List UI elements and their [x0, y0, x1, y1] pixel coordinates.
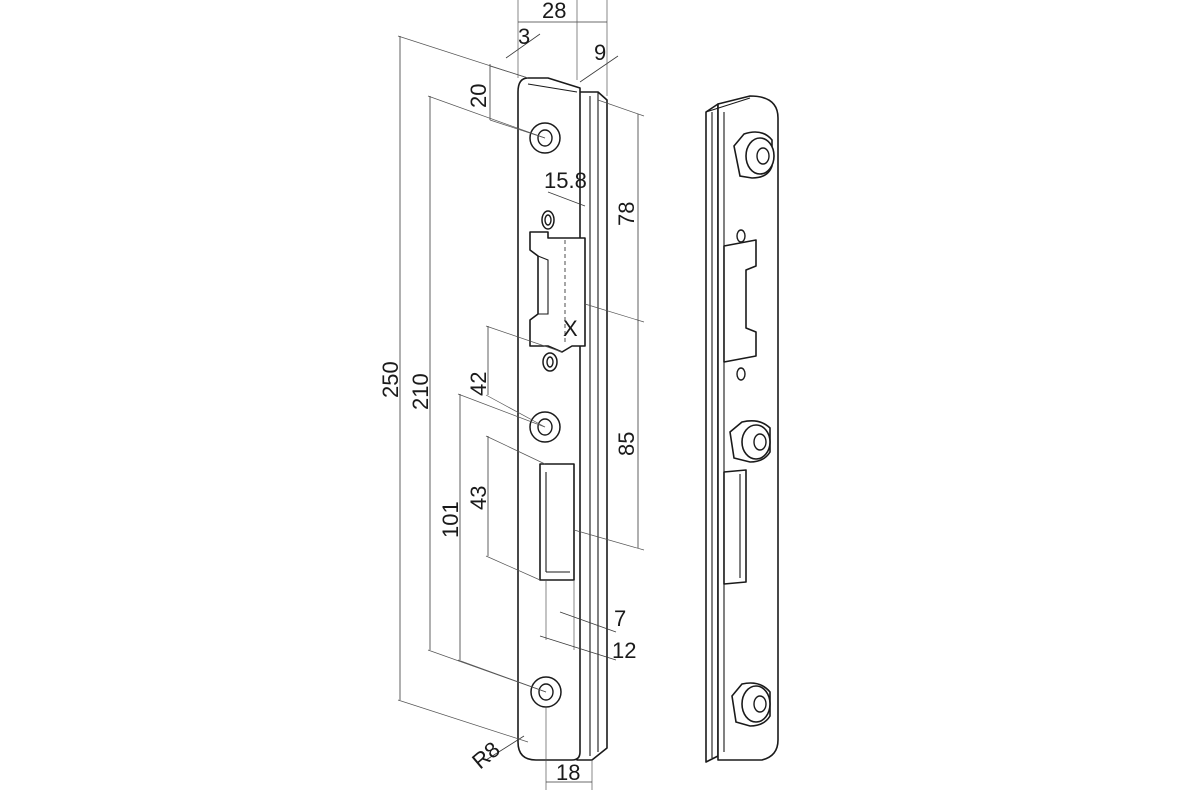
upper-small-hole	[541, 210, 555, 230]
perspective-view-strike-plate	[705, 95, 779, 763]
dimension-labels: 28 3 9 20 15.8 78 X 250 210 42 85 43 101…	[378, 0, 639, 785]
dim-hole-spacing: 210	[408, 373, 433, 410]
dim-lower-span: 101	[438, 501, 463, 538]
dim-center-to-lower-slot: 85	[614, 432, 639, 456]
dim-bottom-width: 18	[556, 760, 580, 785]
bottom-mounting-pin	[731, 682, 771, 727]
latch-slot	[529, 231, 586, 353]
lower-slot	[539, 463, 575, 581]
dim-top-to-first-hole: 20	[466, 84, 491, 108]
dim-total-length: 250	[378, 361, 403, 398]
perspective-latch-slot	[723, 229, 757, 381]
dim-slot-width: 15.8	[544, 168, 587, 193]
dim-overall-width: 28	[542, 0, 566, 23]
dim-hole-to-center: 42	[466, 372, 491, 396]
dim-edge-offset: 3	[518, 24, 530, 49]
front-view-strike-plate	[517, 77, 608, 761]
dim-corner-radius: R8	[467, 737, 505, 774]
dim-slot-marker: X	[563, 316, 578, 341]
dim-lower-slot-width: 12	[612, 638, 636, 663]
lower-small-hole	[542, 352, 558, 372]
dim-flange-depth: 9	[594, 40, 606, 65]
dim-lower-slot-height: 43	[466, 486, 491, 510]
middle-mounting-pin	[729, 420, 771, 463]
top-mounting-pin	[733, 131, 775, 179]
dim-lower-slot-offset: 7	[614, 606, 626, 631]
perspective-lower-slot	[723, 469, 747, 585]
dim-upper-slot-span: 78	[614, 202, 639, 226]
dimension-lines	[397, 0, 645, 790]
